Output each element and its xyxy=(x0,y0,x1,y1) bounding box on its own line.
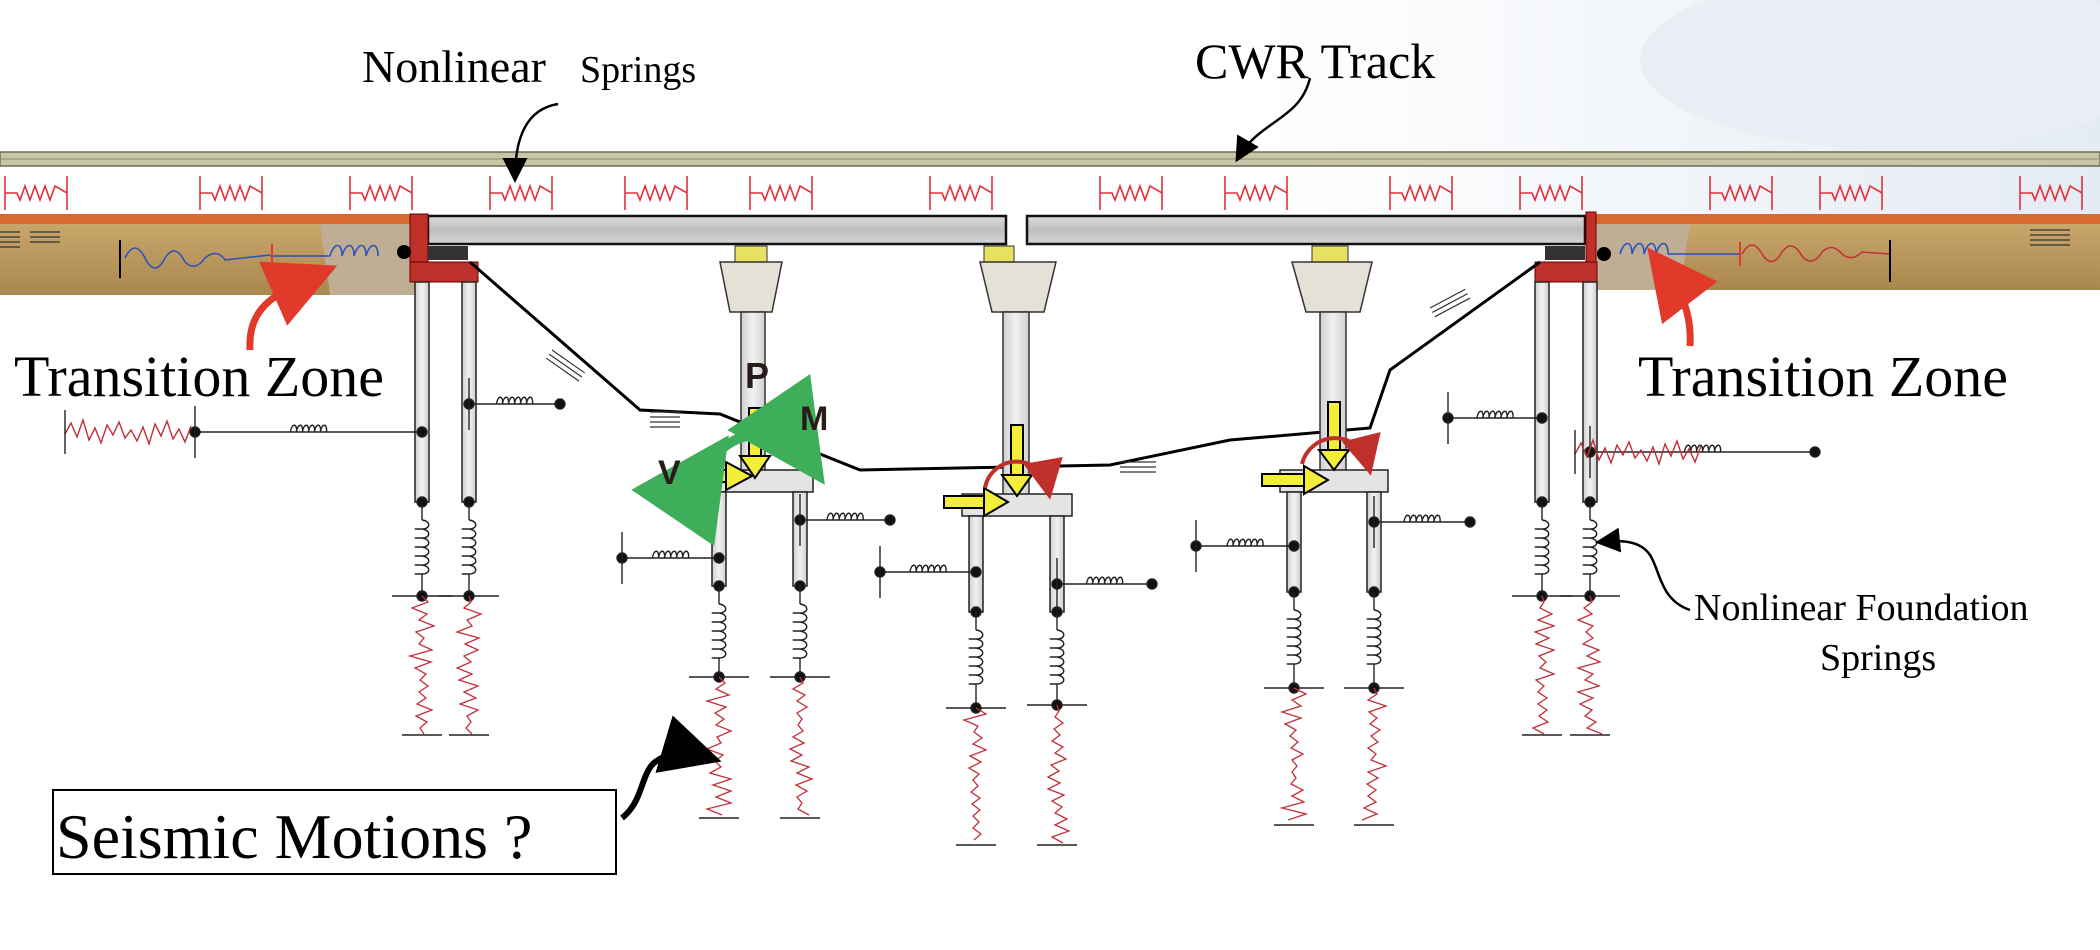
lateral-node xyxy=(554,398,566,410)
lateral-spring-coil xyxy=(1085,576,1124,585)
lateral-pile-springs xyxy=(64,378,1821,610)
lateral-spring-coil xyxy=(909,564,947,573)
seismic-box xyxy=(52,789,617,875)
lateral-seismic-trace xyxy=(1574,437,1702,467)
track-spring xyxy=(1519,176,1583,210)
vertical-foundation-spring xyxy=(792,603,808,677)
lateral-node xyxy=(713,552,725,564)
label-force-p: P xyxy=(745,355,769,396)
track-spring xyxy=(929,176,993,210)
lateral-node xyxy=(1146,578,1158,590)
track-spring xyxy=(2019,176,2083,210)
lateral-spring-coil xyxy=(1476,410,1514,419)
label-transition-left: Transition Zone xyxy=(14,344,384,409)
lateral-node xyxy=(884,514,896,526)
label-transition-right: Transition Zone xyxy=(1638,344,2008,409)
cwr-track-rail xyxy=(0,151,2100,167)
track-spring xyxy=(489,176,553,210)
seismic-pointer-arrow xyxy=(619,715,722,821)
label-force-v: V xyxy=(658,454,681,492)
vertical-foundation-spring xyxy=(1286,609,1302,688)
left-abutment xyxy=(397,213,479,283)
lateral-spring-coil xyxy=(826,512,864,521)
lateral-spring-coil xyxy=(495,396,534,405)
label-nonlinear: Nonlinear xyxy=(362,41,546,92)
track-spring xyxy=(1224,176,1288,210)
lateral-node xyxy=(1536,412,1548,424)
springs-pointer-arrow xyxy=(502,102,559,183)
track-spring xyxy=(4,176,68,210)
seismic-trace xyxy=(407,595,436,735)
seismic-traces xyxy=(407,595,1603,844)
track-springs xyxy=(4,176,2083,210)
seismic-trace xyxy=(1361,687,1389,821)
vertical-foundation-spring xyxy=(711,603,727,677)
label-springs: Springs xyxy=(580,49,696,91)
seismic-trace xyxy=(1575,595,1603,735)
lateral-spring-coil xyxy=(1403,514,1441,523)
track-spring xyxy=(749,176,813,210)
label-cwr-track: CWR Track xyxy=(1195,33,1435,89)
seismic-trace xyxy=(1531,595,1556,735)
label-foundation-line1: Nonlinear Foundation xyxy=(1694,587,2029,629)
force-arrows-pier-3 xyxy=(1261,401,1381,496)
transition-left-arrow xyxy=(246,261,338,351)
track-pointer-arrow xyxy=(1235,77,1312,163)
lateral-seismic-trace xyxy=(64,417,192,447)
track-spring xyxy=(624,176,688,210)
deck-girder-right xyxy=(1025,214,1587,246)
lateral-node xyxy=(1288,540,1300,552)
lateral-node xyxy=(970,566,982,578)
cloud xyxy=(1640,0,2100,150)
label-seismic-motions: Seismic Motions ? xyxy=(56,801,532,872)
force-arrows-pier-1 xyxy=(631,374,825,546)
transition-right-arrow xyxy=(1647,247,1718,347)
lateral-spring-coil xyxy=(651,550,690,559)
track-spring xyxy=(199,176,263,210)
pier-3 xyxy=(1279,245,1389,593)
track-spring xyxy=(1099,176,1163,210)
vertical-foundation-spring xyxy=(414,519,430,596)
track-spring xyxy=(1709,176,1773,210)
lateral-spring-coil xyxy=(1226,538,1264,547)
seismic-trace xyxy=(1279,687,1309,821)
vertical-foundation-spring xyxy=(1366,609,1382,688)
force-arrows-pier-2 xyxy=(943,424,1063,518)
right-abutment xyxy=(1534,211,1611,283)
seismic-trace xyxy=(1046,704,1071,844)
seismic-trace xyxy=(454,595,483,735)
vertical-foundation-spring xyxy=(1582,519,1598,596)
vertical-foundation-spring xyxy=(461,519,477,596)
vertical-foundation-spring xyxy=(968,629,984,708)
track-spring xyxy=(349,176,413,210)
label-force-m: M xyxy=(800,400,828,438)
seismic-trace xyxy=(704,676,734,816)
seismic-trace xyxy=(788,676,814,816)
foundation-pointer-arrow xyxy=(1595,527,1691,612)
lateral-node xyxy=(1464,516,1476,528)
seismic-trace xyxy=(962,707,988,841)
track-spring xyxy=(1389,176,1453,210)
lateral-node xyxy=(416,426,428,438)
track-spring xyxy=(1819,176,1883,210)
vertical-foundation-spring xyxy=(1534,519,1550,596)
lateral-node xyxy=(1809,446,1821,458)
deck-girder-left xyxy=(426,214,1008,246)
vertical-foundation-spring xyxy=(1049,629,1065,705)
label-foundation-line2: Springs xyxy=(1820,637,1936,679)
lateral-spring-coil xyxy=(289,424,328,433)
